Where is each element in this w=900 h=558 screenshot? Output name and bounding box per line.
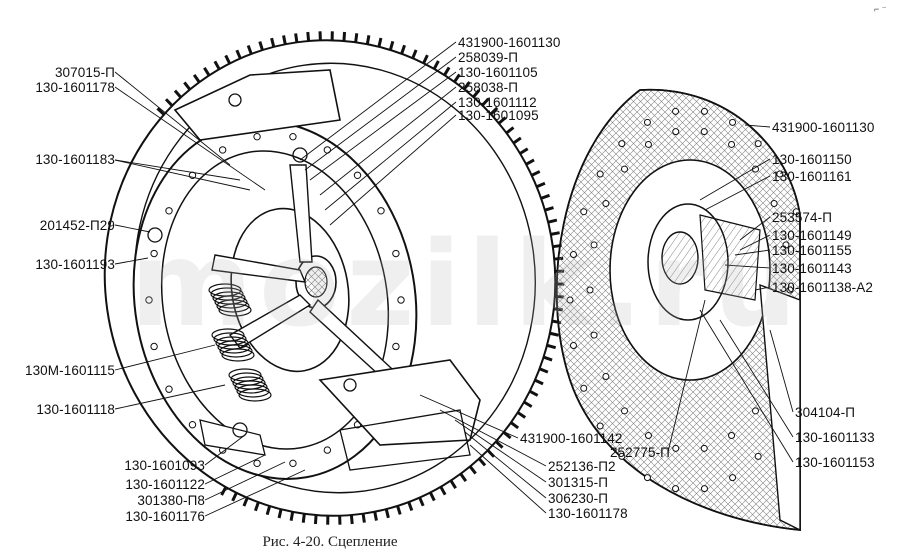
corner-mark: ⌐ ⁻	[874, 4, 887, 14]
label-306230: 306230-П	[548, 491, 609, 506]
label-301315: 301315-П	[548, 475, 609, 490]
label-130-1601155: 130-1601155	[772, 243, 852, 258]
label-130-1601105: 130-1601105	[458, 65, 538, 80]
label-130-1601112: 130-1601112	[458, 95, 537, 110]
leader-lines	[114, 41, 794, 517]
label-304104: 304104-П	[795, 405, 856, 420]
label-252775: 252775-П	[609, 445, 670, 460]
label-130-1601161: 130-1601161	[772, 169, 852, 184]
label-130-1601143: 130-1601143	[772, 261, 852, 276]
watermark: mozilk.ru	[130, 215, 804, 353]
label-130-1601118: 130-1601118	[36, 402, 115, 417]
label-431900-1601130-right: 431900-1601130	[772, 120, 875, 135]
label-130-1601093: 130-1601093	[124, 458, 205, 473]
label-431900-1601130-top: 431900-1601130	[458, 35, 561, 50]
ring-gear-teeth	[156, 31, 565, 525]
label-130-1601178-left: 130-1601178	[35, 80, 115, 95]
label-130-1601138-a2: 130-1601138-А2	[772, 280, 873, 295]
label-258038: 258038-П	[458, 80, 519, 95]
label-258039: 258039-П	[458, 50, 519, 65]
label-253574: 253574-П	[772, 210, 833, 225]
label-201452-p29: 201452-П29	[39, 218, 115, 233]
label-130-1601150: 130-1601150	[772, 152, 852, 167]
pressure-springs	[208, 283, 272, 402]
label-307015: 307015-П	[54, 65, 115, 80]
cover-holes	[145, 132, 405, 468]
label-130-1601153: 130-1601153	[795, 455, 875, 470]
figure-caption: Рис. 4-20. Сцепление	[262, 534, 398, 550]
label-130m-1601115: 130М-1601115	[24, 363, 115, 378]
label-130-1601178-bottom: 130-1601178	[548, 506, 628, 521]
label-130-1601176: 130-1601176	[125, 509, 205, 524]
label-130-1601183: 130-1601183	[35, 152, 115, 167]
label-301380-p8: 301380-П8	[137, 493, 205, 508]
label-252136-p2: 252136-П2	[548, 459, 616, 474]
label-130-1601149: 130-1601149	[772, 228, 852, 243]
label-431900-1601142: 431900-1601142	[520, 431, 623, 446]
label-130-1601193: 130-1601193	[35, 257, 115, 272]
label-130-1601133: 130-1601133	[795, 430, 875, 445]
label-130-1601095: 130-1601095	[458, 108, 539, 123]
label-130-1601122: 130-1601122	[125, 477, 205, 492]
driven-disc	[555, 88, 801, 532]
